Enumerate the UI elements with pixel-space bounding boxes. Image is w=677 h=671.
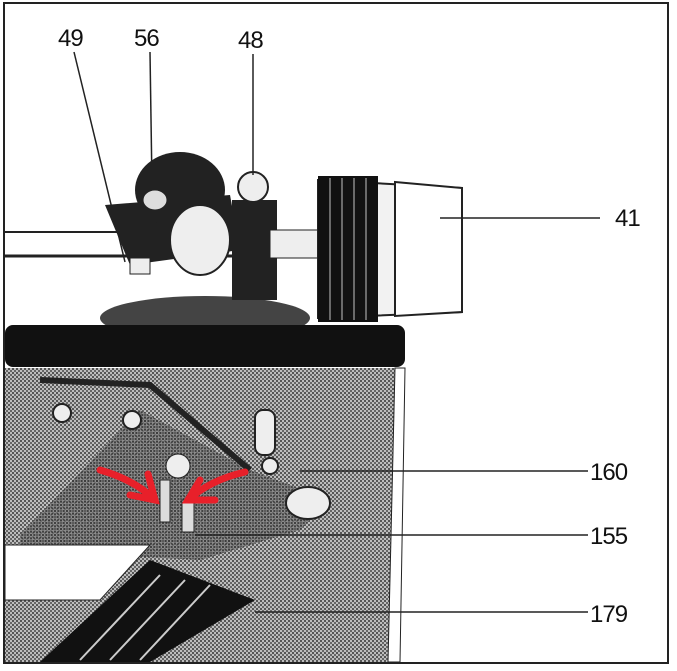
callout-56: 56 bbox=[134, 25, 159, 52]
callout-48: 48 bbox=[238, 27, 263, 54]
lower-assembly bbox=[4, 367, 406, 663]
upper-assembly bbox=[5, 152, 463, 340]
callout-41: 41 bbox=[615, 205, 640, 232]
callout-179: 179 bbox=[590, 601, 628, 628]
callout-49: 49 bbox=[58, 25, 83, 52]
housing-top-edge bbox=[5, 325, 405, 367]
leader-lines bbox=[73, 51, 600, 613]
red-arrows-annotation bbox=[96, 466, 249, 505]
callout-160: 160 bbox=[590, 459, 628, 486]
frame-border bbox=[3, 2, 669, 664]
callout-155: 155 bbox=[590, 523, 628, 550]
